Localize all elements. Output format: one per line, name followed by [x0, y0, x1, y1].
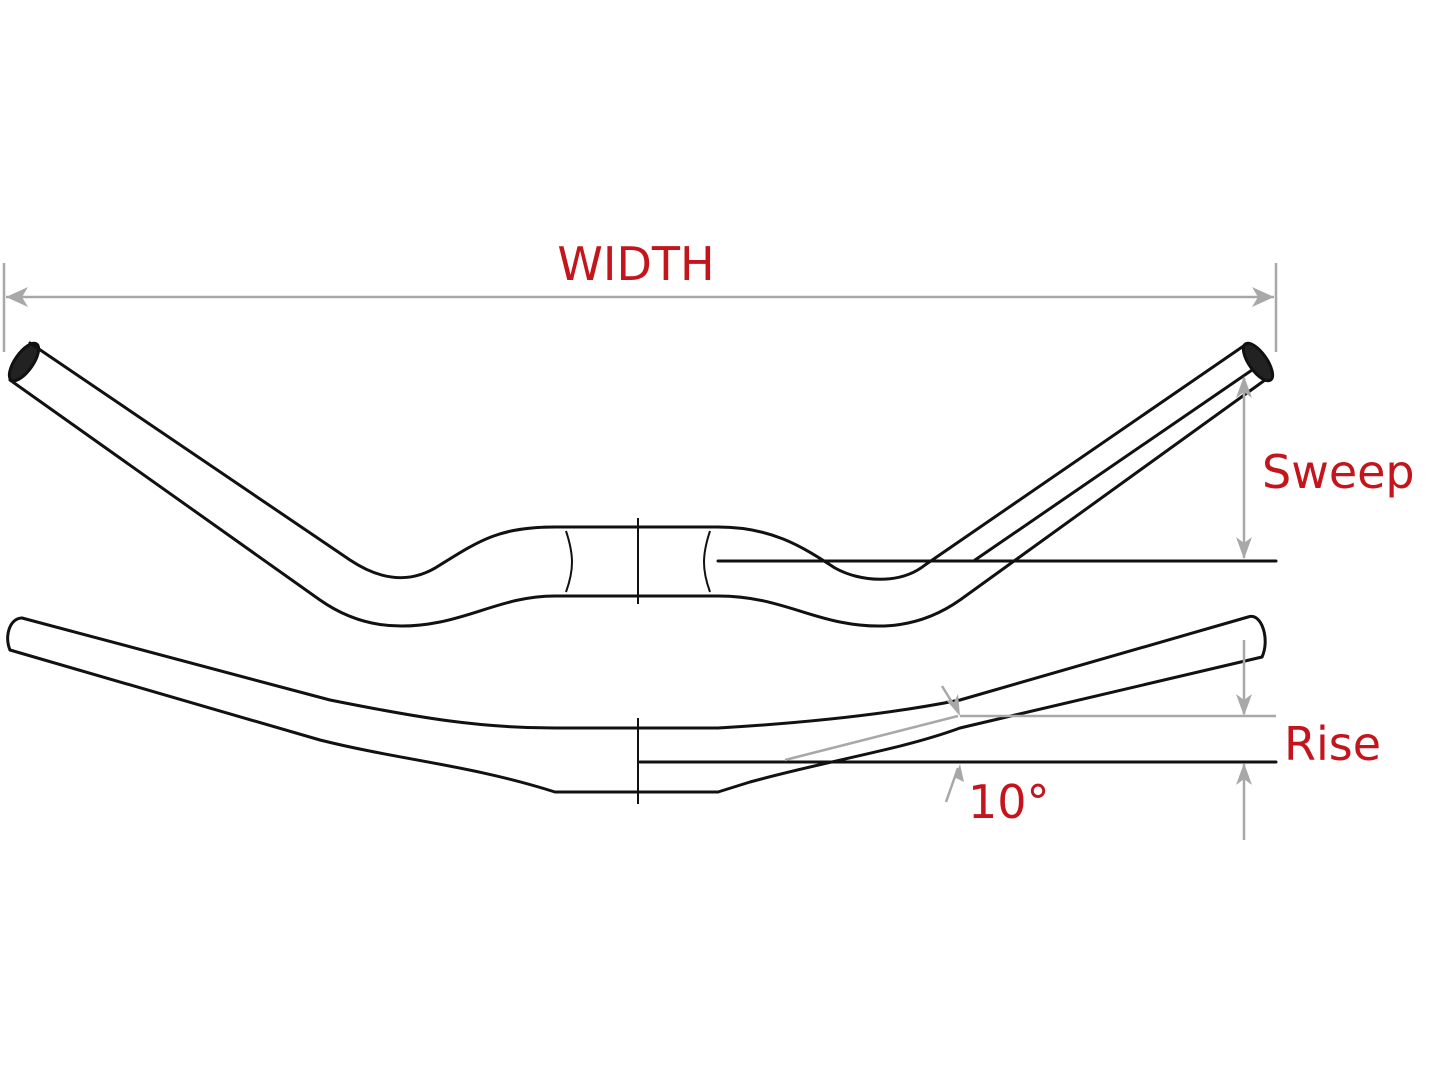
top-view-handlebar	[7, 341, 1278, 628]
angle-arrow-bottom-icon	[952, 764, 964, 784]
rise-label: Rise	[1284, 717, 1381, 771]
sweep-arrow-up-icon	[1236, 376, 1252, 398]
width-dimension: WIDTH	[2, 237, 1278, 352]
angle-label: 10°	[968, 775, 1050, 829]
angle-dimension: 10°	[784, 685, 1050, 829]
rise-dimension: Rise	[960, 640, 1381, 840]
width-arrow-right-icon	[1252, 287, 1274, 307]
sweep-label: Sweep	[1262, 445, 1415, 499]
angle-arrow-top-icon	[946, 694, 960, 716]
width-arrow-left-icon	[6, 287, 28, 307]
rise-arrow-down-icon	[1236, 694, 1252, 716]
front-view-handlebar	[6, 615, 1278, 804]
sweep-arrow-down-icon	[1236, 537, 1252, 559]
rise-arrow-up-icon	[1236, 763, 1252, 785]
width-label: WIDTH	[557, 237, 714, 291]
sweep-dimension: Sweep	[1236, 376, 1415, 559]
